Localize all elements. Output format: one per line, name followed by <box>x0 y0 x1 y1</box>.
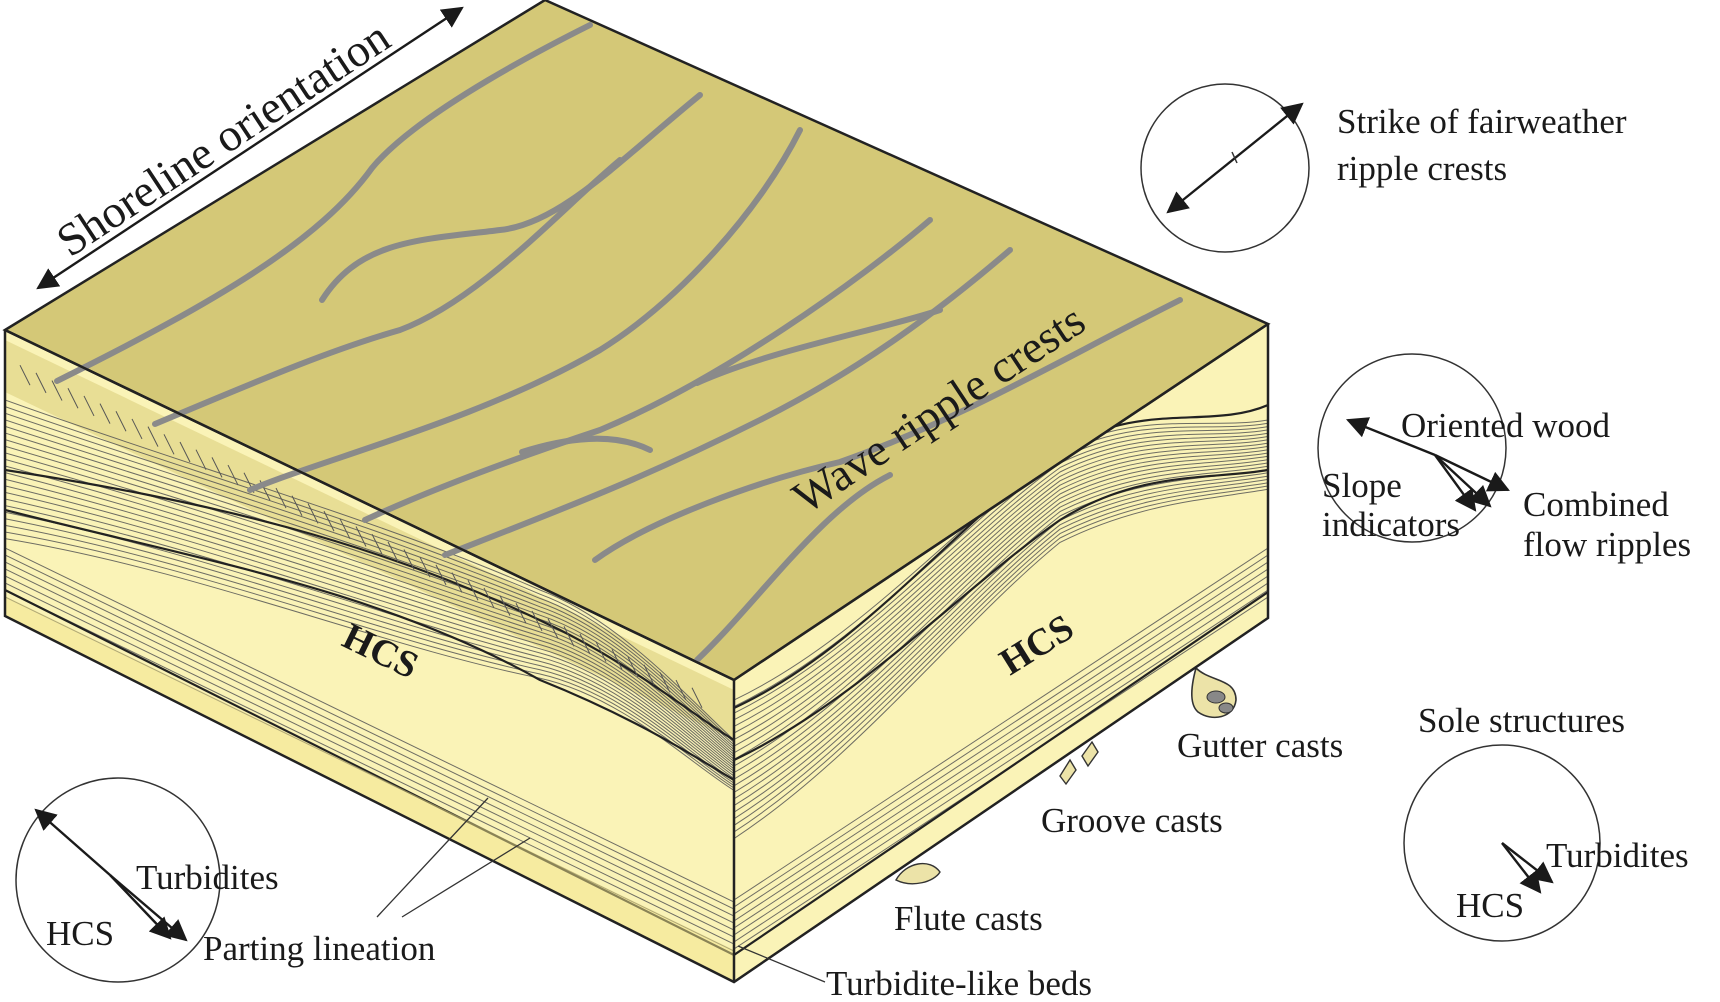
sole-structures-label: Sole structures <box>1418 701 1625 740</box>
block-front-face <box>5 330 734 982</box>
double-headed-arrow-icon <box>36 6 464 290</box>
oriented-wood-label: Oriented wood <box>1401 406 1610 445</box>
rose-diagram-icon <box>1403 744 1601 942</box>
turbidites-hcs-rose: Turbidites HCS <box>15 777 279 983</box>
gutter-casts-label: Gutter casts <box>1177 726 1343 765</box>
parting-lineation-label: Parting lineation <box>203 929 435 968</box>
turbidite-like-beds-label: Turbidite-like beds <box>826 964 1092 1002</box>
combined-flow-label-2: flow ripples <box>1523 525 1691 564</box>
paleocurrent-rose: Oriented wood Slope indicators Combined … <box>1317 353 1691 564</box>
fairweather-rose: Strike of fairweather ripple crests <box>1140 83 1627 253</box>
rose-diagram-icon <box>1140 83 1310 253</box>
block-side-face <box>734 324 1268 982</box>
turbidites-right-label: Turbidites <box>1546 836 1689 875</box>
hcs-right-label: HCS <box>1456 886 1524 925</box>
hcs-left-label: HCS <box>46 914 114 953</box>
slope-indicators-label-2: indicators <box>1322 505 1460 544</box>
fairweather-label-2: ripple crests <box>1337 149 1507 188</box>
sole-casts <box>895 666 1237 885</box>
groove-casts-label: Groove casts <box>1041 801 1223 840</box>
turbidites-left-label: Turbidites <box>136 858 279 897</box>
combined-flow-label-1: Combined <box>1523 485 1669 524</box>
block-edges <box>3 322 1270 984</box>
sole-structures-rose: Sole structures Turbidites HCS <box>1403 701 1689 942</box>
fairweather-label-1: Strike of fairweather <box>1337 102 1627 141</box>
rose-diagram-icon <box>1317 353 1507 543</box>
slope-indicators-label-1: Slope <box>1322 466 1402 505</box>
groove-cast-icon <box>1059 740 1099 786</box>
leader-lines <box>376 797 826 983</box>
flute-cast-icon <box>895 862 941 885</box>
rose-diagram-icon <box>15 777 221 983</box>
flute-casts-label: Flute casts <box>894 899 1043 938</box>
